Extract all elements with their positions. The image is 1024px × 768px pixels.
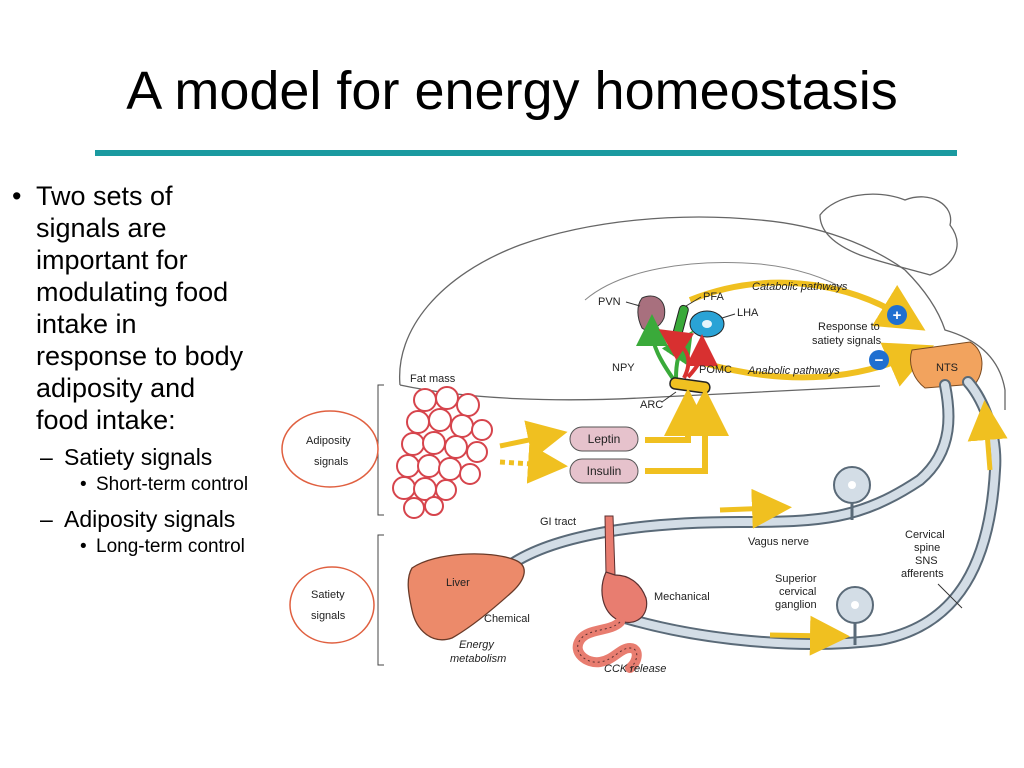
sub-sub-bullet-text: Short-term control [96,474,249,495]
satiety-highlight-circle [289,566,375,644]
sub-sub-bullet-long-term: • Long-term control [10,534,310,560]
sub-sub-bullet-text: Long-term control [96,536,245,557]
superior-line3: ganglion [775,599,817,611]
arc-label: ARC [640,399,663,411]
energy-label-line2: metabolism [450,653,506,665]
liver-label: Liver [446,577,470,589]
bullet-main-line: adiposity and [36,373,196,403]
catabolic-pathway-arrow [688,279,926,331]
sub-sub-bullet-marker: • [80,474,87,495]
anabolic-label: Anabolic pathways [747,365,840,377]
liver [407,553,525,641]
fat-cell-cluster [392,386,493,519]
chemical-label: Chemical [484,613,530,625]
sub-sub-bullet-short-term: • Short-term control [10,472,310,498]
intestine [572,617,642,673]
minus-icon [869,350,889,370]
vagus-nerve-fill [502,381,953,572]
satiety-signals-label-line2: signals [311,610,346,622]
vagus-direction-arrow [719,488,792,529]
adiposity-signals-label-line1: Adiposity [306,435,351,447]
pomc-label: POMC [699,364,732,376]
mechanical-label: Mechanical [654,591,710,603]
adiposity-bracket [377,384,384,516]
lha-label: LHA [737,307,759,319]
cck-label: CCK release [604,663,666,675]
arc-nucleus [669,377,711,394]
slide-title: A model for energy homeostasis [126,61,898,121]
sub-bullet-marker: – [40,506,53,532]
satiety-bracket [377,534,384,666]
cervical-line1: Cervical [905,529,945,541]
pomc-arrow-2 [685,334,718,379]
superior-line2: cervical [779,586,816,598]
cervical-line4: afferents [901,568,944,580]
leptin-to-arc-arrow [645,388,712,443]
cervical-line2: spine [914,542,940,554]
nts-label: NTS [936,362,958,374]
vagus-label: Vagus nerve [748,536,809,548]
gi-tract-label: GI tract [540,516,576,528]
anabolic-pathway-arrow [699,342,935,387]
superior-line1: Superior [775,573,817,585]
adiposity-signals-label-line2: signals [314,456,349,468]
bullet-main-line: important for [36,245,188,275]
insulin-pill [569,458,639,484]
sub-bullet-text: Satiety signals [64,444,213,470]
response-label-line2: satiety signals [812,335,882,347]
sns-direction-arrow [769,615,850,656]
pvn-label: PVN [598,296,621,308]
npy-label: NPY [612,362,635,374]
bullet-main-line: response to body [36,341,244,371]
pfa-nucleus [672,304,689,340]
brain-outline [399,216,1006,410]
insulin-to-arc-arrow [645,388,729,474]
bullet-main-line: signals are [36,213,167,243]
insulin-label: Insulin [587,464,622,478]
bullet-main: • Two sets of signals are important for … [10,180,310,436]
bullet-main-line: Two sets of [36,181,173,211]
catabolic-label: Catabolic pathways [752,281,848,293]
energy-label-line1: Energy [459,639,495,651]
fat-mass-label: Fat mass [410,373,456,385]
minus-glyph: − [875,352,884,369]
plus-icon [887,305,907,325]
pfa-label: PFA [703,291,724,303]
leptin-pill [569,426,639,452]
lha-core [702,320,712,328]
cerebellum-outline [819,193,958,276]
response-label-line1: Response to [818,321,880,333]
sub-bullet-text: Adiposity signals [64,506,236,532]
bullet-main-line: food intake: [36,405,176,435]
bullet-marker: • [12,181,22,211]
corpus-callosum [584,262,851,301]
sub-sub-bullet-marker: • [80,536,87,557]
bullet-main-line: modulating food [36,277,229,307]
cervical-line3: SNS [915,555,938,567]
bullet-main-line: intake in [36,309,137,339]
sub-bullet-adiposity: – Adiposity signals [10,504,310,534]
sub-bullet-marker: – [40,444,53,470]
fat-to-insulin-arrow [499,443,568,484]
npy-arrow [636,314,676,382]
leptin-label: Leptin [588,432,621,446]
sub-bullet-satiety: – Satiety signals [10,442,310,472]
fat-to-leptin-arrow [499,420,568,460]
bullet-list: • Two sets of signals are important for … [10,180,310,560]
plus-glyph: + [893,307,902,324]
esophagus [604,515,616,576]
satiety-signals-label-line1: Satiety [311,589,345,601]
stomach [601,571,648,623]
title-rule [95,150,957,156]
adiposity-highlight-circle [281,410,379,488]
sns-ascending-arrow [967,400,1008,471]
pvn-nucleus [637,295,666,331]
